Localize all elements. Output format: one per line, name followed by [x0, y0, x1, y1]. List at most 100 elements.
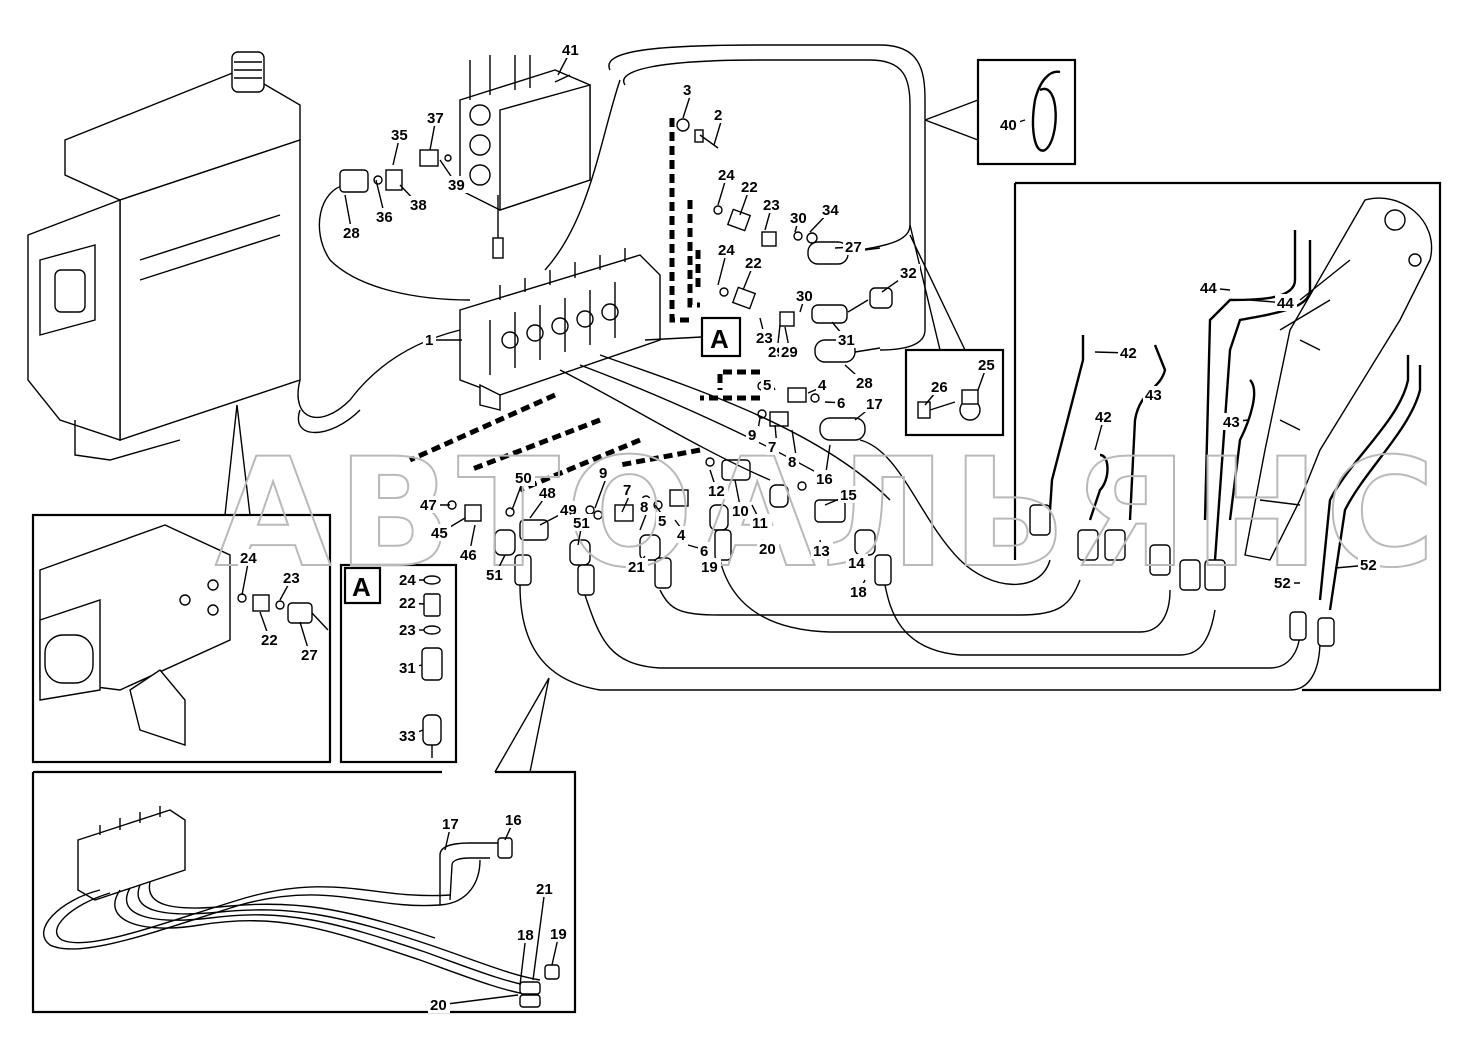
callout-number: 43: [1145, 387, 1162, 404]
callout-number: 37: [427, 110, 444, 127]
long-hoses: [519, 354, 1321, 691]
fittings-top: [339, 118, 893, 363]
callout-number: 26: [931, 379, 948, 396]
callout-number: 7: [768, 439, 776, 456]
callout-number: 19: [550, 926, 567, 943]
callout-leader: [532, 888, 546, 981]
callout-number: 14: [848, 555, 865, 572]
callout-number: 52: [1360, 557, 1377, 574]
callout-number: 13: [813, 543, 830, 560]
callout-number: 20: [759, 541, 776, 558]
callout-number: 21: [628, 559, 645, 576]
callout-number: 25: [978, 357, 995, 374]
hydraulic-tank: [27, 51, 301, 461]
callout-number: 22: [399, 595, 416, 612]
callout-number: 24: [240, 550, 257, 567]
panel-tank-detail: [31, 404, 332, 764]
callout-number: 3: [683, 82, 691, 99]
callout-number: 18: [517, 927, 534, 944]
callout-number: 11: [752, 515, 768, 532]
callout-number: 24: [399, 572, 416, 589]
reference-a-main: A: [644, 316, 742, 358]
callout-number: 30: [790, 210, 807, 227]
callout-number: 22: [261, 632, 278, 649]
callout-number: 42: [1120, 345, 1137, 362]
callout-number: 6: [700, 543, 708, 560]
callout-number: 31: [838, 332, 855, 349]
callout-number: 40: [1000, 117, 1017, 134]
callout-number: 8: [640, 499, 648, 516]
callout-number: 7: [623, 482, 631, 499]
callout-leader: [438, 994, 519, 1006]
callout-number: 28: [856, 375, 873, 392]
callout-number: 39: [448, 177, 465, 194]
callout-number: 41: [562, 42, 579, 59]
callout-number: 27: [845, 239, 862, 256]
callout-number: 43: [1223, 414, 1240, 431]
callout-leader: [519, 934, 527, 986]
callout-number: 23: [283, 570, 300, 587]
callout-number: 50: [515, 470, 532, 487]
callout-number: 4: [818, 377, 827, 394]
callout-number: 24: [718, 167, 735, 184]
callout-number: 46: [460, 547, 477, 564]
callout-number: 24: [718, 242, 735, 259]
fittings-middle: [447, 381, 892, 596]
callout-number: 51: [573, 515, 590, 532]
main-valve-block: [459, 248, 661, 411]
callout-number: 23: [763, 197, 780, 214]
callout-number: 51: [486, 567, 503, 584]
callout-number: 5: [658, 513, 666, 530]
callout-number: 44: [1277, 295, 1294, 312]
callout-number: 6: [837, 395, 845, 412]
callout-number: 12: [708, 483, 725, 500]
callout-number: 17: [866, 396, 883, 413]
callout-number: 2: [714, 107, 722, 124]
callout-number: 32: [900, 265, 917, 282]
callout-number: 44: [1200, 280, 1217, 297]
callout-number: 19: [701, 559, 718, 576]
panel-40: [924, 58, 1077, 166]
callout-number: 18: [850, 584, 867, 601]
tank-hoses: [297, 44, 926, 434]
callout-number: 45: [431, 525, 448, 542]
callout-number: 20: [430, 997, 447, 1014]
callout-number: 9: [748, 427, 756, 444]
callout-number: 22: [741, 179, 758, 196]
panel-25-26: [904, 224, 1005, 437]
callout-number: 23: [399, 622, 416, 639]
callout-number: 4: [677, 527, 686, 544]
callout-number: 29: [781, 344, 798, 361]
reference-letter-a: A: [710, 324, 729, 354]
callout-number: 52: [1274, 575, 1291, 592]
callout-number: 36: [376, 209, 393, 226]
callout-number: 22: [745, 255, 762, 272]
callout-number: 38: [410, 197, 427, 214]
callout-number: 16: [816, 471, 833, 488]
callout-number: 31: [399, 660, 416, 677]
callout-number: 10: [732, 503, 749, 520]
callout-number: 35: [391, 127, 408, 144]
reference-letter-a-detail: A: [352, 572, 371, 602]
callout-number: 16: [505, 812, 522, 829]
callout-number: 47: [420, 497, 437, 514]
callout-number: 27: [301, 647, 318, 664]
callout-number: 42: [1095, 409, 1112, 426]
callout-number: 23: [756, 330, 773, 347]
callout-number: 5: [763, 377, 771, 394]
callout-number: 30: [796, 288, 813, 305]
callout-number: 28: [343, 225, 360, 242]
dashed-leaders: [408, 118, 760, 493]
callout-number: 9: [599, 465, 607, 482]
callout-number: 33: [399, 728, 416, 745]
callout-number: 15: [840, 487, 857, 504]
callout-number: 8: [788, 454, 796, 471]
callout-number: 17: [442, 816, 459, 833]
callout-number: 21: [536, 881, 553, 898]
callout-number: 1: [425, 332, 433, 349]
callout-number: 48: [539, 485, 556, 502]
panel-bottom-overview: [31, 677, 577, 1014]
callout-number: 34: [822, 202, 839, 219]
